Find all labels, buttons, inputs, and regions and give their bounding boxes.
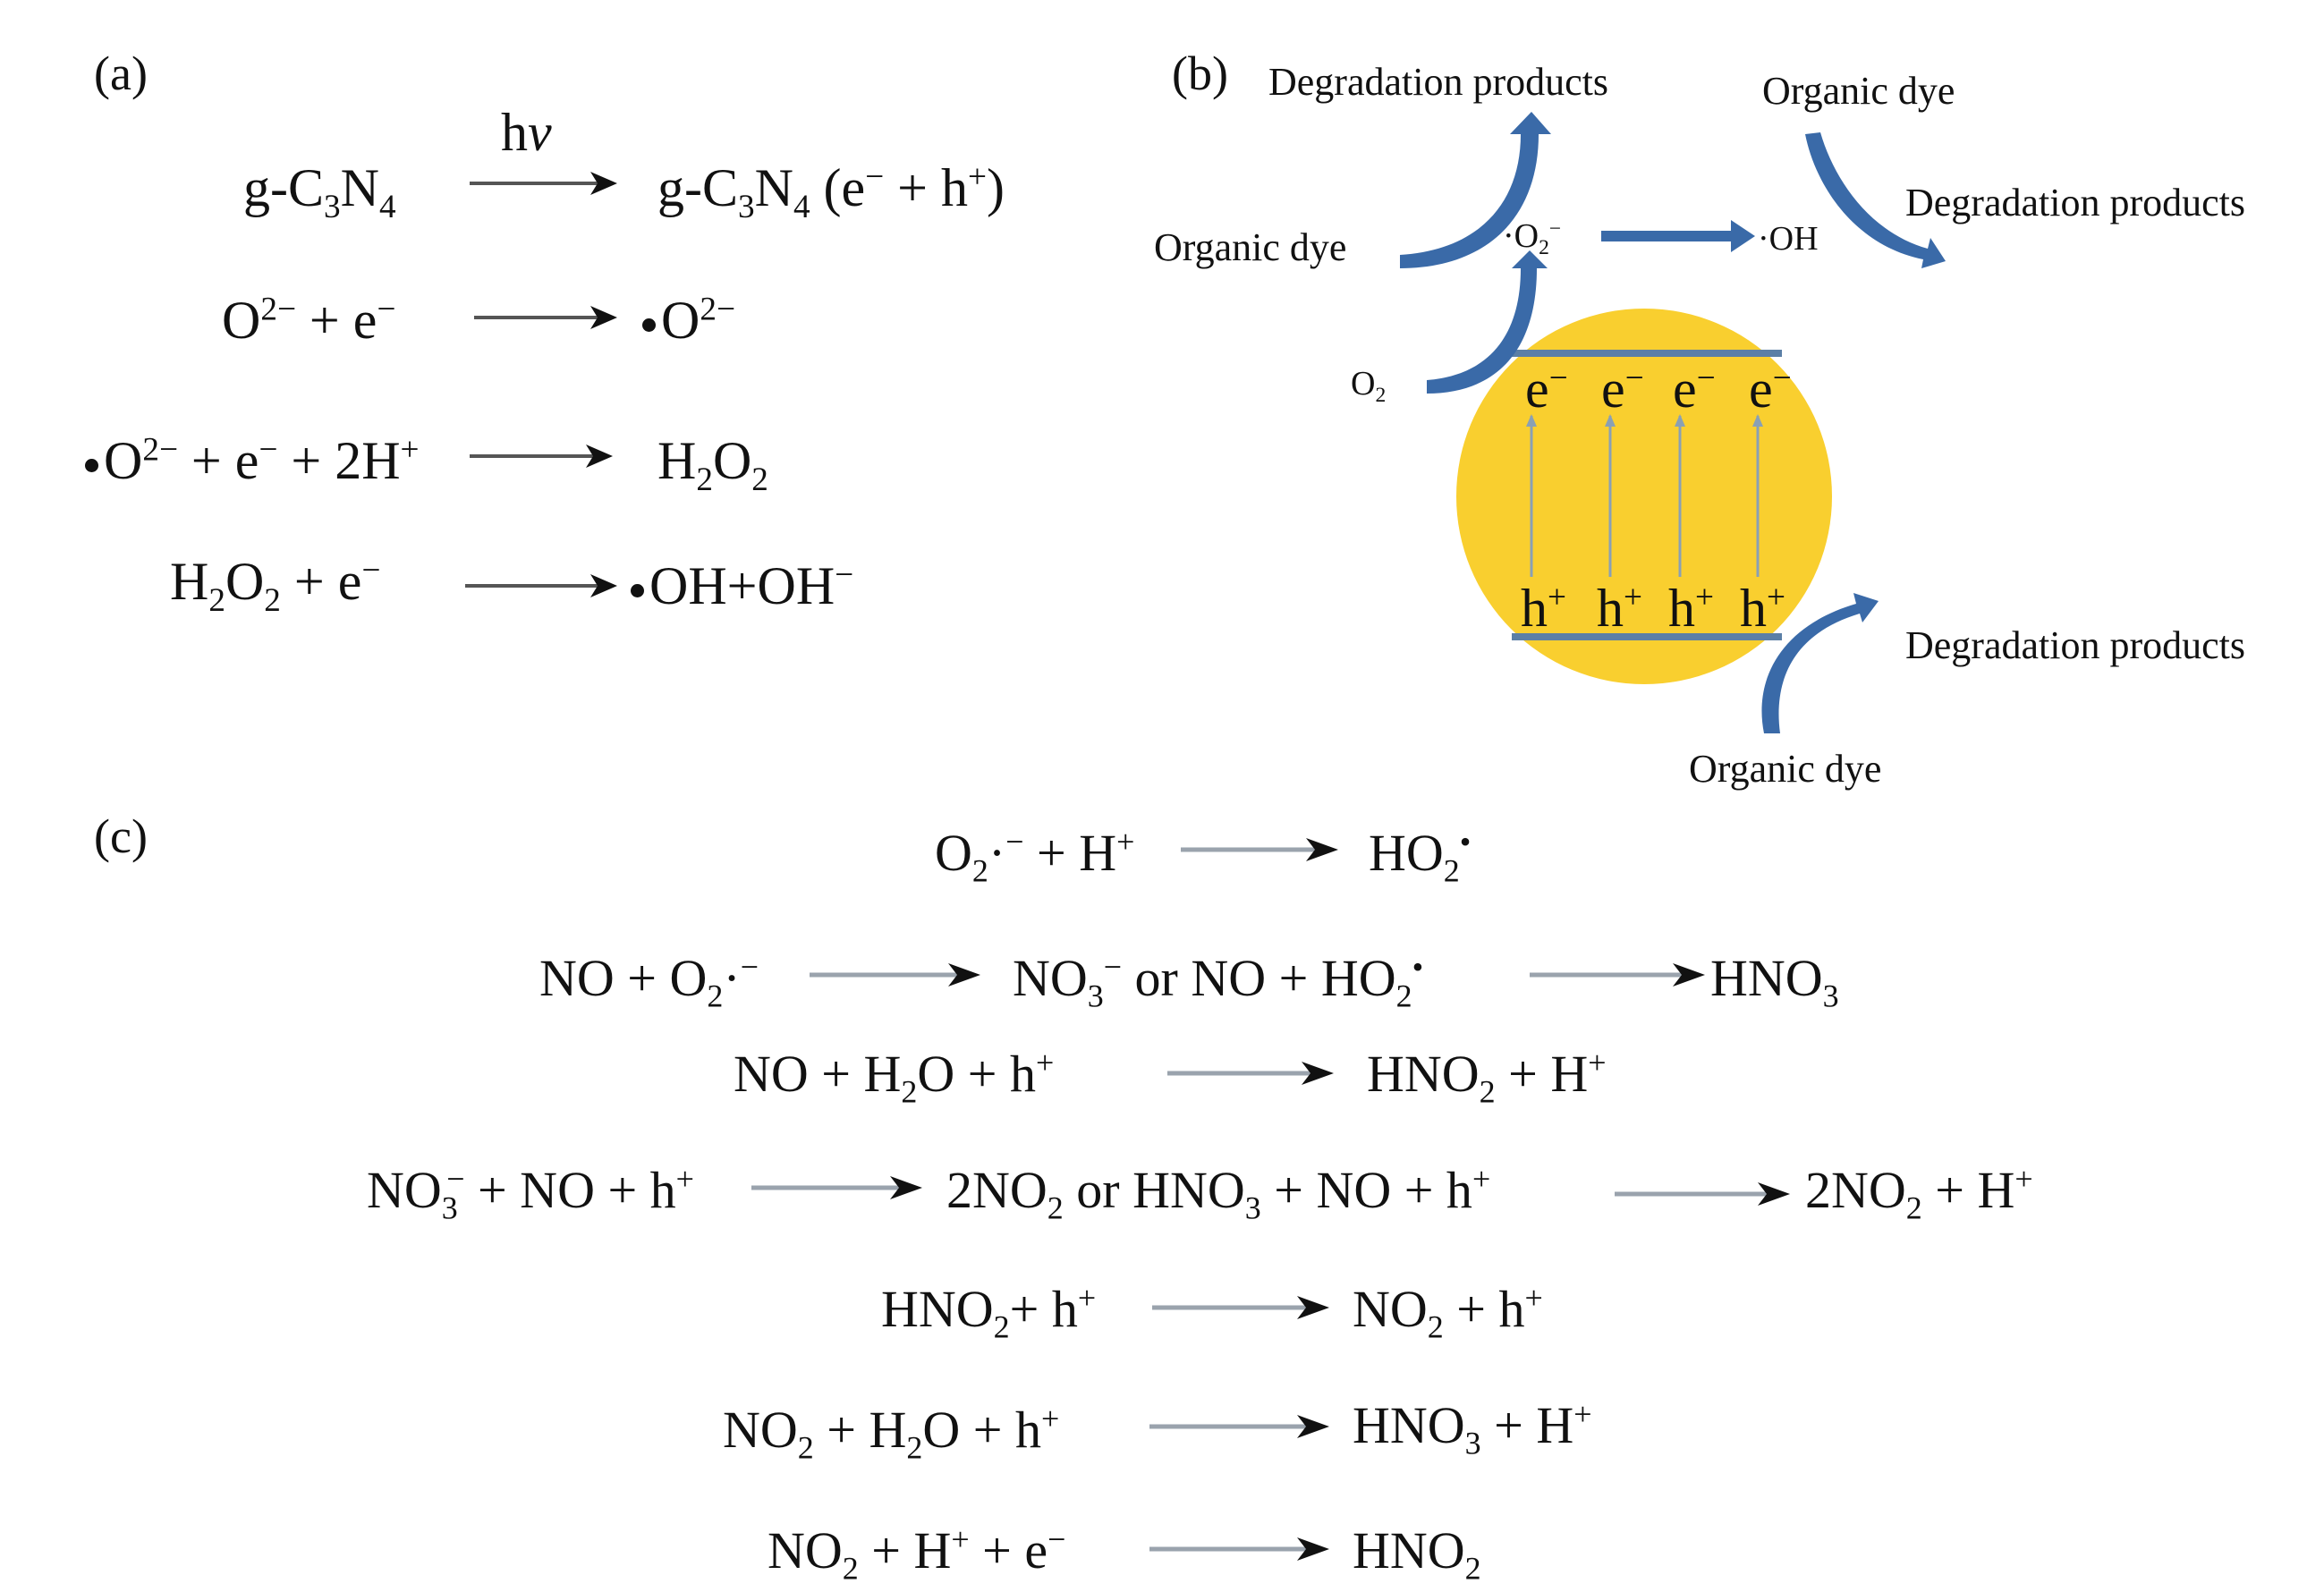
panel-c-arrowheads xyxy=(890,838,1790,1561)
panel-c-arrows xyxy=(751,847,1767,1552)
organic-dye-label-3: Organic dye xyxy=(1689,747,1882,791)
oxygen-label: O2 xyxy=(1351,365,1387,408)
degradation-products-label-3: Degradation products xyxy=(1905,623,2245,667)
superoxide-radical-label: ·O2− xyxy=(1503,217,1562,260)
eq-a4-reactant: H2O2 + e− xyxy=(170,552,381,620)
eq-a3-product: H2O2 xyxy=(657,431,768,499)
degradation-products-label-1: Degradation products xyxy=(1268,60,1608,104)
panel-b-label: (b) xyxy=(1172,47,1228,100)
eq-c1-product: HO2• xyxy=(1369,824,1472,889)
reaction-arrow-a1-head xyxy=(590,172,617,195)
eq-c2-intermediate: NO3− or NO + HO2• xyxy=(1013,949,1424,1014)
curved-arrow-dye-3 xyxy=(1761,593,1879,733)
eq-a2-reactant: O2− + e− xyxy=(222,291,396,350)
reaction-arrow-a4-head xyxy=(590,574,617,597)
eq-c5-product: NO2 + h+ xyxy=(1353,1280,1543,1345)
eq-a4-product: OH+OH− xyxy=(631,558,853,613)
g-c3n4-particle xyxy=(1456,309,1832,684)
hv-label: hv xyxy=(501,103,552,162)
hole-1: h+ xyxy=(1521,579,1566,638)
radical-dot xyxy=(642,318,656,332)
eq-c5-reactant: HNO2+ h+ xyxy=(881,1280,1097,1345)
eq-c2-product: HNO3 xyxy=(1710,949,1839,1014)
reaction-arrow-a3-head xyxy=(586,445,613,468)
eq-c3-product: HNO2 + H+ xyxy=(1367,1045,1607,1110)
eq-a1-product: g-C3N4 (e− + h+) xyxy=(657,158,1005,226)
curved-arrow-dye-1 xyxy=(1400,112,1551,268)
eq-c7-reactant: NO2 + H+ + e− xyxy=(768,1521,1066,1587)
radical-dot xyxy=(631,583,644,597)
eq-c4-reactant: NO3− + NO + h+ xyxy=(367,1161,694,1226)
reaction-arrow-a2-head xyxy=(590,306,617,329)
eq-a3-reactant: O2− + e− + 2H+ xyxy=(85,433,420,487)
radical-dot xyxy=(85,458,98,472)
curved-arrow-o2 xyxy=(1427,250,1548,394)
eq-c3-reactant: NO + H2O + h+ xyxy=(734,1045,1055,1110)
panel-a-label: (a) xyxy=(94,47,148,100)
electron-2: e− xyxy=(1601,360,1644,419)
hydroxyl-radical-label: ·OH xyxy=(1758,220,1819,258)
organic-dye-label-1: Organic dye xyxy=(1762,69,1955,113)
eq-c1-reactant: O2·− + H+ xyxy=(935,824,1135,889)
eq-c6-product: HNO3 + H+ xyxy=(1353,1396,1592,1461)
organic-dye-label-2: Organic dye xyxy=(1154,225,1347,269)
curved-arrow-dye-2 xyxy=(1805,132,1946,268)
eq-a2-product: O2− xyxy=(642,292,735,347)
panel-b-graphic xyxy=(1400,112,1946,733)
panel-a-arrows xyxy=(465,172,617,597)
eq-c6-reactant: NO2 + H2O + h+ xyxy=(723,1401,1060,1466)
eq-a1-reactant: g-C3N4 xyxy=(243,158,396,226)
electron-4: e− xyxy=(1749,360,1792,419)
electron-3: e− xyxy=(1673,360,1716,419)
degradation-products-label-2: Degradation products xyxy=(1905,181,2245,224)
eq-c4-intermediate: 2NO2 or HNO3 + NO + h+ xyxy=(946,1161,1491,1226)
panel-c-label: (c) xyxy=(94,809,148,863)
hole-3: h+ xyxy=(1668,579,1714,638)
electron-1: e− xyxy=(1525,360,1568,419)
eq-c7-product: HNO2 xyxy=(1353,1521,1481,1587)
arrow-o2-to-oh xyxy=(1601,220,1755,252)
excitation-arrows xyxy=(1526,414,1763,577)
eq-c4-product: 2NO2 + H+ xyxy=(1805,1161,2033,1226)
hole-4: h+ xyxy=(1740,579,1785,638)
eq-c2-reactant: NO + O2·− xyxy=(539,949,759,1014)
hole-2: h+ xyxy=(1597,579,1642,638)
curved-arrows xyxy=(1400,112,1946,733)
